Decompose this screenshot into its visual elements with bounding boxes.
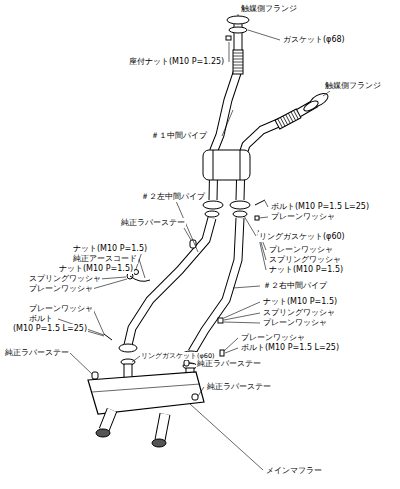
part-label: ナット(M10 P=1.5): [262, 297, 338, 307]
part-label: 純正ラバーステー: [4, 348, 70, 358]
part-label: ＃２左中間パイプ: [140, 192, 206, 202]
part-label: スプリングワッシャ: [262, 308, 336, 318]
part-label: ガスケット(φ68): [282, 35, 346, 45]
part-label: メインマフラー: [265, 466, 323, 476]
part-label: 触媒側フランジ: [324, 81, 382, 91]
leader-line: [58, 14, 330, 470]
part-label: 純正ラバーステー: [120, 218, 186, 228]
part-label: ＃２右中間パイプ: [262, 281, 328, 291]
part-label: 触媒側フランジ: [240, 4, 298, 14]
part-label: リングガスケット(φ60): [258, 232, 346, 242]
part-label: ナット(M10 P=1.5): [268, 265, 344, 275]
part-label: ナット(M10 P=1.5): [58, 264, 134, 274]
part-label: 座付ナット(M10 P=1.25): [128, 57, 225, 67]
part-label: プレーンワッシャ: [28, 284, 94, 294]
part-label: ナット(M10 P=1.5): [72, 244, 148, 254]
part-label: プレーンワッシャ: [240, 333, 306, 343]
tail-pipe: [96, 410, 166, 447]
flex-pipe: [233, 50, 301, 129]
part-label: ボルト(M10 P=1.5 L=25): [240, 343, 340, 353]
part-label: プレーンワッシャ: [262, 318, 328, 328]
part-label: プレーンワッシャ: [268, 245, 334, 255]
part-label: (M10 P=1.5 L=25): [12, 324, 88, 334]
part-label: 純正アースコード: [72, 254, 138, 264]
part-label: プレーンワッシャ: [28, 304, 94, 314]
resonator: [203, 150, 250, 180]
part-label: ボルト: [28, 314, 54, 324]
part-label: ボルト(M10 P=1.5 L=25): [270, 202, 370, 212]
part-label: 純正ラバーステー: [206, 382, 272, 392]
part-label: スプリングワッシャ: [28, 274, 102, 284]
part-label: ＃１中間パイプ: [150, 131, 208, 141]
part-label: プレーンワッシャ: [270, 212, 336, 222]
part-label: スプリングワッシャ: [268, 255, 342, 265]
part-label: 純正ラバーステー: [196, 359, 262, 369]
main-muffler: [88, 372, 204, 414]
